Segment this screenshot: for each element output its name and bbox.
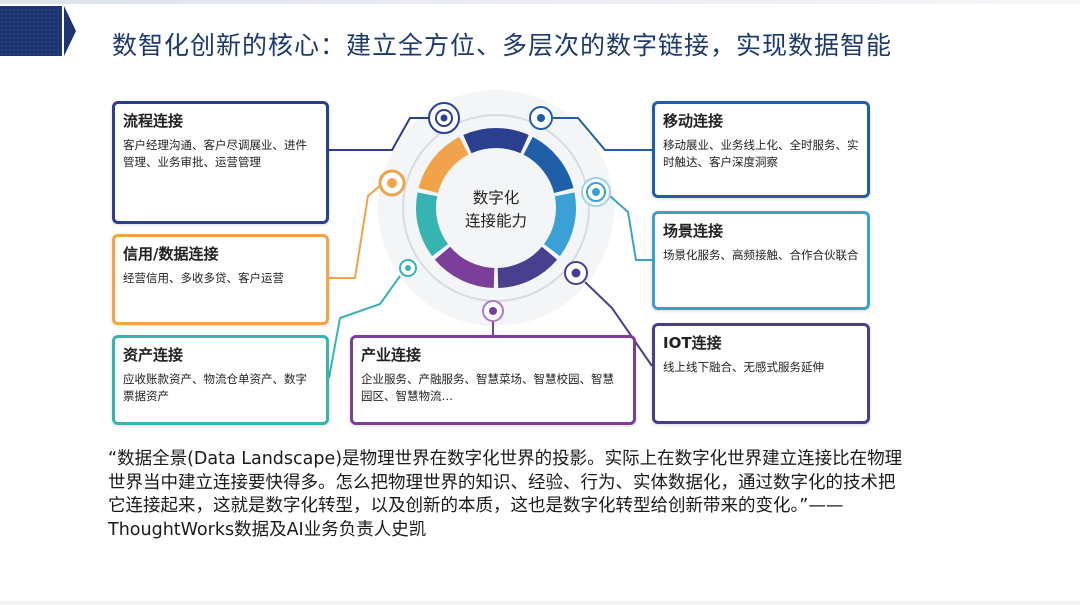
- node-iot-icon: [564, 261, 588, 285]
- box-credit: 信用/数据连接 经营信用、多收多贷、客户运营: [112, 234, 329, 325]
- ring-segment: [434, 246, 495, 288]
- box-iot-body: 线上线下融合、无感式服务延伸: [663, 360, 824, 374]
- connector-iot: [584, 281, 653, 367]
- box-industry: 产业连接 企业服务、产融服务、智慧菜场、智慧校园、智慧园区、智慧物流…: [350, 335, 636, 425]
- box-process-body: 客户经理沟通、客户尽调展业、进件管理、业务审批、运营管理: [123, 138, 307, 169]
- connector-process: [329, 117, 430, 151]
- box-asset-body: 应收账款资产、物流仓单资产、数字票据资产: [123, 372, 307, 403]
- box-iot: IOT连接 线上线下融合、无感式服务延伸: [652, 323, 870, 424]
- connector-credit: [329, 183, 383, 279]
- box-industry-title: 产业连接: [361, 346, 422, 364]
- bottom-rule: [0, 601, 1080, 605]
- capability-ring: [416, 128, 576, 288]
- box-asset: 资产连接 应收账款资产、物流仓单资产、数字票据资产: [112, 335, 329, 425]
- ring-segment: [523, 136, 574, 194]
- node-mobile-icon: [529, 106, 553, 130]
- box-credit-title: 信用/数据连接: [123, 245, 219, 263]
- box-scene-body: 场景化服务、高频接触、合作合伙联合: [663, 248, 859, 262]
- center-label-line1: 数字化: [473, 189, 520, 207]
- box-process-title: 流程连接: [123, 112, 184, 130]
- quote-text: “数据全景(Data Landscape)是物理世界在数字化世界的投影。实际上在…: [108, 449, 903, 540]
- box-industry-body: 企业服务、产融服务、智慧菜场、智慧校园、智慧园区、智慧物流…: [361, 372, 614, 403]
- top-rule: [0, 0, 1080, 4]
- node-scene-icon: [581, 177, 611, 207]
- node-credit-icon: [378, 169, 406, 197]
- title-badge-icon: [0, 6, 76, 56]
- ring-segment: [497, 246, 558, 288]
- ring-segment: [543, 192, 576, 257]
- box-mobile-body: 移动展业、业务线上化、全时服务、实时触达、客户深度洞察: [663, 138, 859, 169]
- center-label-line2: 连接能力: [465, 212, 527, 230]
- ring-segment: [463, 128, 529, 154]
- connector-scene: [609, 195, 652, 261]
- node-asset-icon: [399, 259, 417, 277]
- box-process: 流程连接 客户经理沟通、客户尽调展业、进件管理、业务审批、运营管理: [112, 101, 329, 224]
- node-process-icon: [428, 102, 460, 134]
- box-iot-title: IOT连接: [663, 334, 722, 352]
- connector-mobile: [553, 117, 652, 151]
- box-scene-title: 场景连接: [663, 222, 724, 240]
- page-title: 数智化创新的核心：建立全方位、多层次的数字链接，实现数据智能: [112, 31, 893, 60]
- box-mobile-title: 移动连接: [663, 112, 724, 130]
- connector-asset: [328, 275, 401, 379]
- box-scene: 场景连接 场景化服务、高频接触、合作合伙联合: [652, 211, 870, 310]
- box-asset-title: 资产连接: [123, 346, 184, 364]
- node-industry-icon: [482, 300, 504, 322]
- ring-halo: [378, 90, 614, 326]
- box-mobile: 移动连接 移动展业、业务线上化、全时服务、实时触达、客户深度洞察: [652, 101, 870, 198]
- ring-segment: [418, 136, 469, 194]
- box-credit-body: 经营信用、多收多贷、客户运营: [123, 271, 284, 285]
- ring-segment: [416, 192, 449, 257]
